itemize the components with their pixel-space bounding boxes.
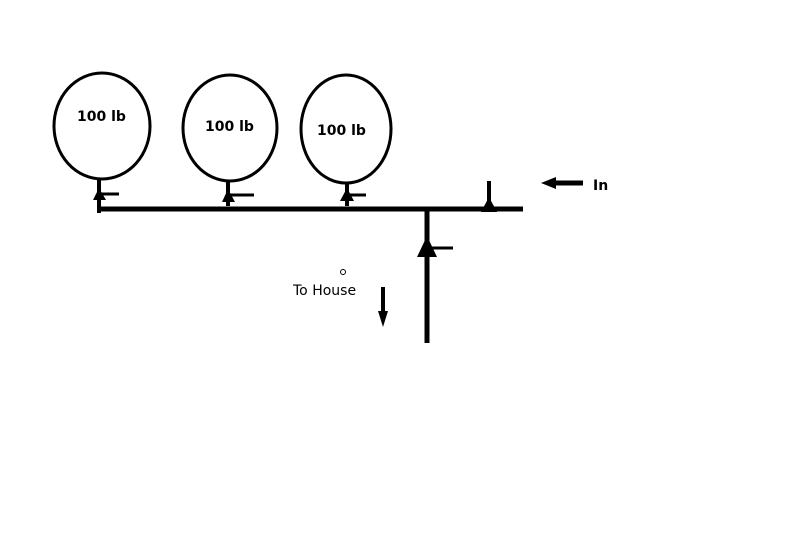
outlet-down-arrow (378, 287, 388, 327)
tank-2-valve (222, 181, 254, 206)
tank-3-valve (340, 183, 366, 206)
marker-dot (340, 269, 346, 275)
tank-2: 100 lb (181, 73, 279, 183)
tank-1-label: 100 lb (77, 109, 126, 125)
outlet-label: To House (292, 283, 356, 299)
tank-1: 100 lb (52, 71, 152, 181)
tank-3: 100 lb (299, 73, 393, 185)
inlet-label: In (593, 178, 608, 194)
outlet-valve (417, 236, 453, 257)
tank-3-label: 100 lb (317, 123, 366, 139)
inlet-valve (481, 181, 497, 212)
tank-1-outline (52, 71, 152, 181)
tank-1-valve (93, 179, 119, 213)
inlet-arrow (541, 177, 583, 189)
tank-2-label: 100 lb (205, 119, 254, 135)
